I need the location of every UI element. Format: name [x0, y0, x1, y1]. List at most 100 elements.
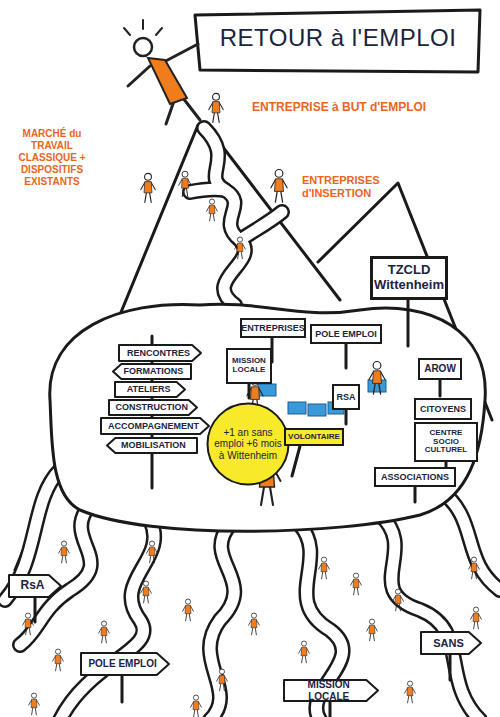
stick-figure: [471, 607, 482, 629]
road-inner: [190, 189, 225, 192]
arrow-sign-shape: [101, 418, 209, 434]
direction-sign: MOBILISATION: [106, 437, 198, 454]
stick-figure: [319, 557, 330, 579]
stick-figure: [207, 199, 218, 221]
diagram-title: RETOUR à l'EMPLOI: [200, 24, 476, 52]
sign-text: ATELIERS: [124, 384, 176, 394]
title-banner: [195, 10, 480, 72]
sign-board: MISSION LOCALE: [226, 348, 272, 384]
sign-text: AROW: [421, 363, 459, 374]
building-block: [288, 402, 306, 414]
sign-pole: [407, 300, 410, 346]
sign-pole: [345, 410, 348, 424]
sign-text: FORMATIONS: [118, 366, 186, 376]
stick-figure: [367, 619, 378, 641]
road: [5, 470, 60, 600]
sign-pole: [121, 676, 124, 702]
sign-board: VOLONTAIRE: [284, 428, 344, 446]
sign-pole: [292, 446, 300, 476]
sign-board: AROW: [418, 358, 462, 380]
stick-figure: [351, 573, 362, 595]
sign-board: TZCLD Wittenheim: [370, 256, 448, 300]
sign-text: CITOYENS: [417, 404, 469, 414]
road-inner: [440, 490, 500, 590]
sign-text: RsA: [18, 579, 53, 592]
stick-figure: [99, 621, 110, 643]
road-inner: [204, 128, 245, 305]
arrow-sign-shape: [107, 438, 197, 453]
arrow-sign-shape: [421, 632, 481, 654]
direction-sign: POLE EMPLOI: [80, 652, 170, 676]
caption-text: MARCHÉ du TRAVAIL CLASSIQUE + DISPOSITIF…: [4, 128, 100, 188]
arrow-sign-shape: [115, 382, 185, 397]
plateau-outline: [50, 304, 486, 531]
sign-text: CONSTRUCTION: [112, 402, 193, 412]
sign-text: RENCONTRES: [124, 348, 196, 358]
caption-text: ENTREPRISE à BUT d'EMPLOI: [252, 100, 492, 114]
building-block: [308, 404, 326, 416]
sign-text: TZCLD Wittenheim: [371, 263, 447, 292]
stick-figure: [179, 171, 192, 196]
sign-text: MOBILISATION: [115, 440, 188, 450]
stick-figure: [183, 599, 194, 621]
road: [204, 128, 245, 305]
sign-board: CENTRE SOCIO CULTUREL: [414, 422, 478, 462]
road-inner: [380, 515, 480, 717]
stick-figure: [393, 589, 404, 611]
road-inner: [60, 520, 154, 717]
caption-text: ENTREPRISES d'INSERTION: [302, 174, 402, 200]
sign-board: ENTREPRISES: [240, 318, 306, 338]
sign-text: POLE EMPLOI: [85, 658, 164, 669]
sign-board: CITOYENS: [414, 398, 472, 420]
road: [210, 525, 234, 717]
arrow-sign-shape: [81, 653, 169, 675]
sign-board: RSA: [332, 384, 360, 410]
direction-sign: ACCOMPAGNEMENT: [100, 417, 210, 435]
stick-figure: [59, 541, 70, 563]
road-inner: [240, 212, 282, 240]
stick-figure: [217, 669, 228, 691]
direction-sign: SANS: [420, 631, 482, 655]
sign-board: ASSOCIATIONS: [374, 467, 456, 487]
stick-figure: [249, 613, 260, 635]
stick-figure: [141, 581, 152, 603]
sign-pole: [449, 655, 452, 680]
stick-figure: [23, 613, 34, 635]
direction-sign: ATELIERS: [114, 381, 186, 398]
building-block: [258, 384, 276, 396]
sign-pole: [439, 380, 442, 396]
road-inner: [210, 525, 234, 717]
sign-text: ACCOMPAGNEMENT: [105, 421, 205, 431]
stick-figure: [405, 681, 416, 703]
stick-figure: [469, 557, 480, 579]
road: [440, 490, 500, 590]
stick-figure: [141, 173, 155, 202]
stick-figure: [191, 695, 202, 717]
sign-pole: [345, 344, 348, 368]
sign-text: +1 an sans emploi +6 mois à Wittenheim: [206, 427, 290, 461]
direction-sign: RENCONTRES: [118, 344, 202, 362]
sign-text: POLE EMPLOI: [312, 329, 380, 339]
stick-figure: [271, 170, 287, 203]
sign-text: VOLONTAIRE: [285, 433, 343, 442]
sign-text: CENTRE SOCIO CULTUREL: [416, 429, 476, 456]
arrow-sign-shape: [109, 400, 197, 415]
sign-text: RSA: [334, 392, 359, 402]
sign-pole: [414, 487, 417, 502]
sign-pole: [329, 702, 332, 717]
sign-text: MISSION LOCALE: [283, 679, 379, 701]
stick-figure: [53, 649, 64, 671]
road-inner: [5, 470, 60, 600]
road: [190, 189, 225, 192]
stick-figure: [29, 693, 40, 715]
direction-sign: MISSION LOCALE: [283, 679, 379, 702]
info-circle: +1 an sans emploi +6 mois à Wittenheim: [206, 402, 290, 486]
sign-board: POLE EMPLOI: [310, 324, 382, 344]
sign-text: MISSION LOCALE: [228, 357, 270, 375]
stick-figure: [299, 641, 310, 663]
summit-figure: [124, 20, 200, 124]
direction-sign: RsA: [8, 574, 62, 598]
sign-pole: [34, 598, 37, 622]
arrow-sign-shape: [113, 364, 191, 379]
